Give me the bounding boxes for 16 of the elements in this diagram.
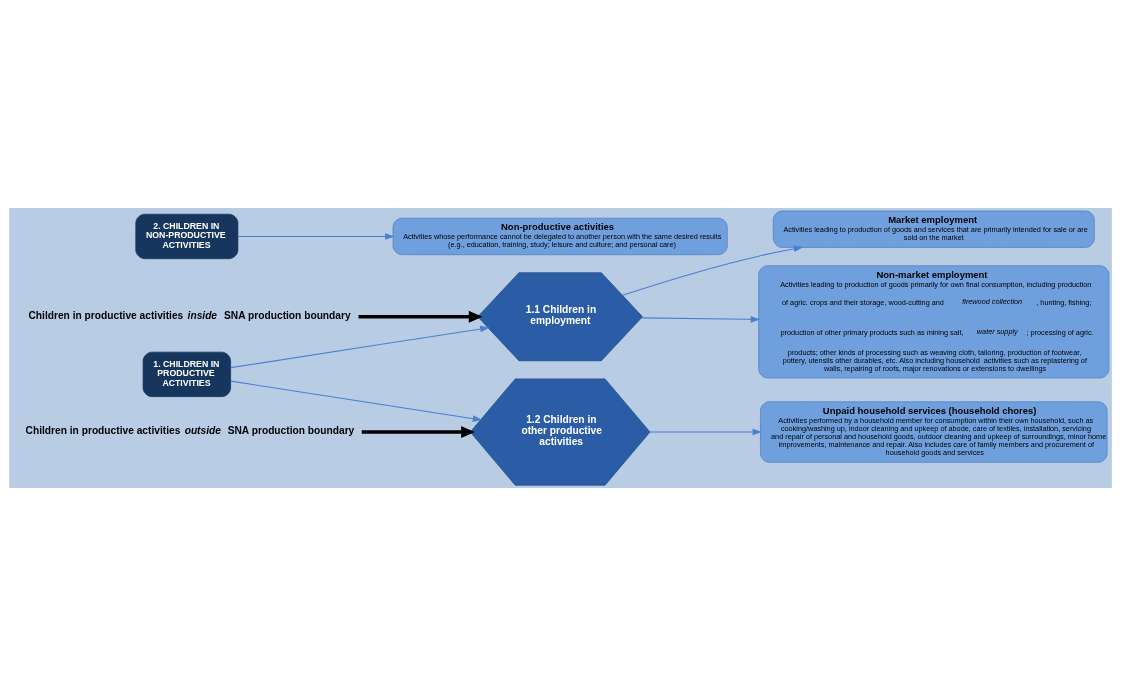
arrow <box>230 325 490 369</box>
arrow <box>361 426 475 439</box>
arrow <box>641 316 761 323</box>
arrow <box>622 245 804 296</box>
arrow <box>358 310 483 323</box>
node-box: Market employment Activities leading to production of goods and services that are primarily intended for sale or are sold on the market <box>772 210 1095 248</box>
node-text: Children in productive activities outside SNA production boundary <box>25 425 355 437</box>
node-text: Children in productive activities inside SNA production boundary <box>28 310 351 322</box>
node-box: 1. CHILDREN IN PRODUCTIVE ACTIVITIES <box>142 351 231 397</box>
node-box: Unpaid household services (household chores) Activities performed by a household member for consumption within their own household, such as cooking/washing up, indoor cleaning and upkeep of abode, care of textiles, installation, servicing and repair of personal and household goods, outdoor cleaning and upkeep of surroundings, minor home improvements, maintenance and repair. Also includes care of family members and procurement of household goods and services <box>760 401 1108 463</box>
arrow <box>237 233 395 240</box>
node-box: Non-market employment Activities leading to production of goods primarily for own final consumption, including production of agric. crops and their storage, wood-cutting and firewood collection, hunting, fishing; production of other primary products such as mining salt, water supply; processing of agric. products; other kinds of processing such as weaving cloth, tailoring, production of footwear, pottery, utensils other durables, etc. Also including household activities such as replastering of walls, repairing of roofs, major renovations or extensions to dwellings <box>758 265 1110 379</box>
node-box: Non-productive activities Activities whose performance cannot be delegated to another person with the same desired results (e.g., education, training, study; leisure and culture; and personal care) <box>392 217 728 256</box>
arrow <box>230 380 483 422</box>
arrow <box>649 428 763 436</box>
node-box: 2. CHILDREN IN NON-PRODUCTIVE ACTIVITIES <box>135 213 239 260</box>
